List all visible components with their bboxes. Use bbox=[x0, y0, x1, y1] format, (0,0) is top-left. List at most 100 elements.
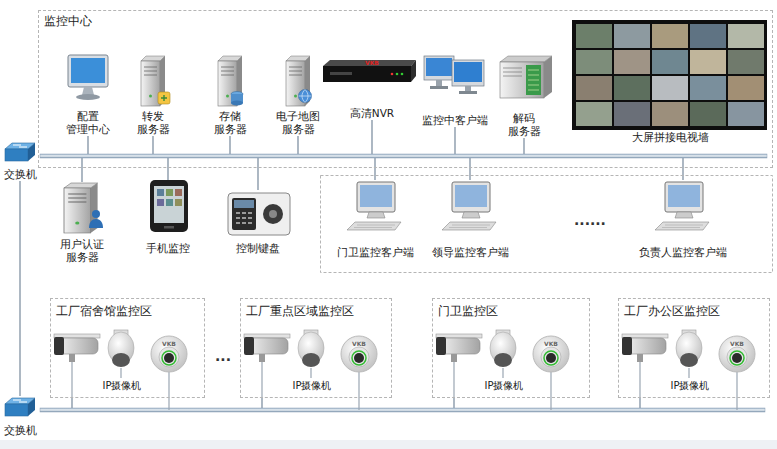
video-tile bbox=[690, 24, 726, 48]
network-link bbox=[40, 136, 230, 156]
camera-set bbox=[622, 330, 755, 410]
device-node: 负责人监控客户端 bbox=[628, 180, 738, 259]
keyboard-keys bbox=[236, 213, 252, 223]
video-tile bbox=[576, 76, 612, 100]
device-node: 存储 服务器 bbox=[205, 52, 255, 136]
video-tile bbox=[652, 76, 688, 100]
device-label: 电子地图 服务器 bbox=[273, 110, 323, 136]
switch-icon bbox=[5, 398, 35, 416]
video-tile bbox=[614, 76, 650, 100]
keyboard-panel bbox=[232, 198, 256, 230]
monitor-base bbox=[459, 91, 477, 94]
device-label: 转发 服务器 bbox=[128, 110, 178, 136]
device-label: 控制键盘 bbox=[223, 242, 293, 255]
video-tile bbox=[728, 102, 764, 126]
device-label: 交换机 bbox=[0, 424, 40, 437]
video-tile bbox=[652, 102, 688, 126]
monitor-screen bbox=[426, 58, 452, 76]
control-keyboard bbox=[228, 193, 290, 235]
video-tile bbox=[576, 50, 612, 74]
video-tile bbox=[576, 102, 612, 126]
zone-title: 工厂宿舍馆监控区 bbox=[56, 305, 152, 318]
video-tile bbox=[576, 24, 612, 48]
monitor-screen bbox=[454, 62, 482, 82]
video-tile bbox=[614, 50, 650, 74]
client-computer bbox=[442, 182, 496, 230]
device-node: 领导监控客户端 bbox=[420, 180, 520, 259]
monitor-frame bbox=[68, 55, 108, 87]
zone-frame: 工厂宿舍馆监控区 IP摄像机 bbox=[50, 298, 205, 398]
decoder-side bbox=[544, 56, 552, 98]
nvr-led bbox=[391, 73, 394, 76]
switch-node: 交换机 bbox=[0, 396, 40, 437]
admin-monitor bbox=[68, 55, 108, 100]
map-globe-lines bbox=[299, 90, 312, 103]
storage-badge bbox=[231, 101, 243, 106]
client-group-frame bbox=[321, 176, 773, 273]
switch-icon bbox=[5, 143, 35, 161]
video-wall bbox=[572, 20, 767, 130]
monitor-base bbox=[430, 86, 448, 89]
server-icon bbox=[218, 56, 242, 106]
zone-frame: 工厂办公区监控区IP摄像机 bbox=[618, 298, 770, 398]
network-bus bbox=[40, 408, 765, 412]
network-link bbox=[40, 156, 168, 180]
map-globe bbox=[299, 90, 312, 103]
device-caption: IP摄像机 bbox=[660, 379, 720, 392]
nvr-top bbox=[323, 60, 416, 66]
video-tile bbox=[690, 50, 726, 74]
device-label: 监控中客户端 bbox=[415, 114, 495, 127]
device-label: 负责人监控客户端 bbox=[628, 246, 738, 259]
video-tile bbox=[652, 24, 688, 48]
zone-frame: 门卫监控区IP摄像机 bbox=[432, 298, 590, 398]
region-frame: 监控中心配置 管理中心转发 服务器 存储 服务器电子地图 服务器高清NVR监控中客… bbox=[38, 10, 773, 168]
keyboard-body bbox=[228, 193, 290, 235]
camera-set bbox=[436, 330, 569, 410]
device-node: 高清NVR bbox=[322, 52, 422, 120]
phone-app bbox=[166, 199, 173, 206]
zone-frame: 工厂重点区域监控区IP摄像机 bbox=[240, 298, 392, 398]
decoder-server bbox=[500, 56, 552, 98]
device-label: 大屏拼接电视墙 bbox=[570, 131, 770, 144]
nvr-slot bbox=[330, 72, 352, 75]
network-link bbox=[19, 181, 20, 396]
device-label: 配置 管理中心 bbox=[63, 110, 113, 136]
user-badge-head bbox=[92, 210, 100, 218]
ellipsis: ...... bbox=[560, 213, 620, 227]
user-badge-body bbox=[89, 219, 103, 228]
device-node: 用户认证 服务器 bbox=[56, 182, 108, 264]
footer-band bbox=[0, 440, 777, 449]
network-link bbox=[40, 156, 683, 180]
client-computer bbox=[655, 182, 709, 230]
decoder-top bbox=[500, 56, 552, 62]
phone-app bbox=[157, 199, 164, 206]
phone-app bbox=[175, 189, 182, 196]
nvr-side bbox=[411, 60, 416, 82]
client-monitors bbox=[424, 56, 484, 94]
joystick-base bbox=[263, 204, 283, 224]
network-link bbox=[40, 156, 82, 182]
video-tile bbox=[690, 76, 726, 100]
mobile-phone bbox=[150, 180, 188, 232]
video-tile bbox=[614, 102, 650, 126]
zone-title: 门卫监控区 bbox=[438, 305, 498, 318]
ellipsis: ... bbox=[207, 349, 239, 363]
phone-app bbox=[166, 189, 173, 196]
phone-body bbox=[150, 180, 188, 232]
region-title: 监控中心 bbox=[44, 15, 92, 28]
monitor-base bbox=[76, 94, 100, 100]
video-tile bbox=[652, 50, 688, 74]
video-tile bbox=[728, 24, 764, 48]
camera-set bbox=[244, 330, 377, 410]
device-node: 控制键盘 bbox=[223, 190, 293, 255]
device-node: 手机监控 bbox=[138, 180, 198, 255]
network-bus bbox=[40, 154, 767, 158]
device-node: 配置 管理中心 bbox=[63, 52, 113, 136]
nvr-led bbox=[396, 73, 399, 76]
device-caption: IP摄像机 bbox=[92, 379, 152, 392]
network-link bbox=[40, 138, 524, 156]
device-caption: IP摄像机 bbox=[282, 379, 342, 392]
device-label: 解码 服务器 bbox=[499, 112, 549, 138]
decoder-card bbox=[526, 65, 541, 95]
